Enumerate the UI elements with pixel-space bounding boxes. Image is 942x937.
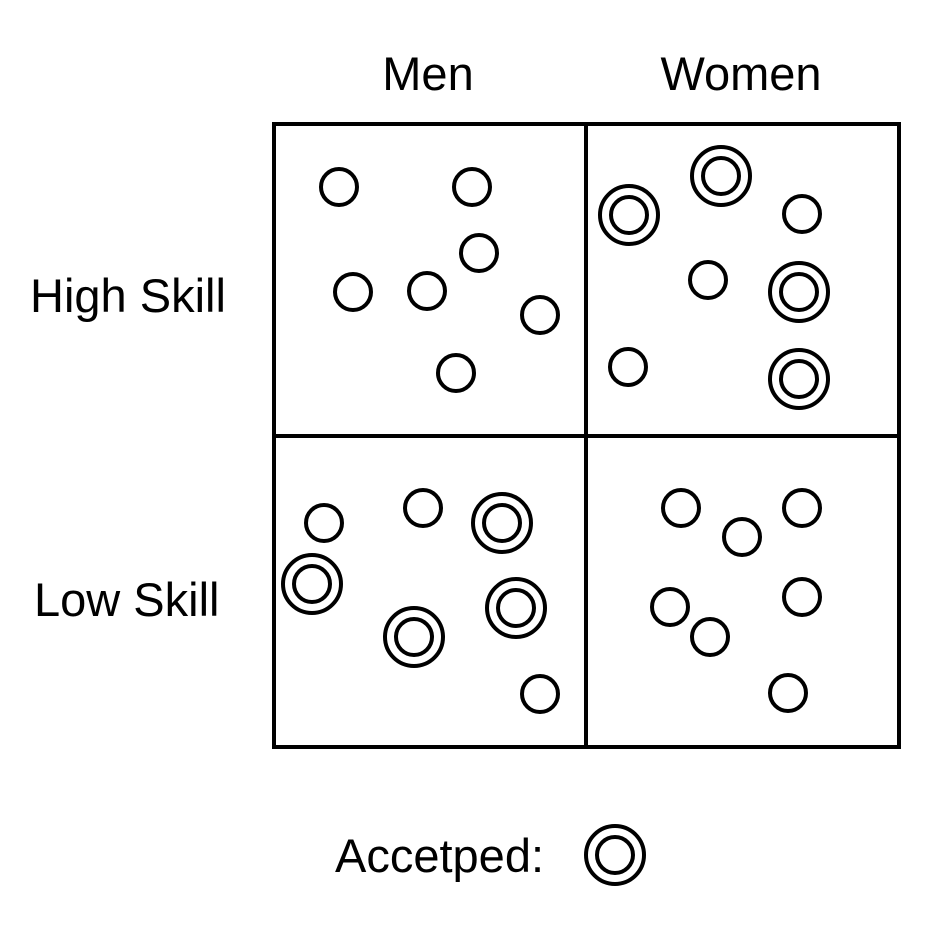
accepted-person-marker-outer-ring [598, 184, 660, 246]
person-marker [690, 617, 730, 657]
accepted-person-marker-inner-ring [779, 272, 819, 312]
legend-label: Accetped: [335, 829, 545, 882]
person-marker [319, 167, 359, 207]
grid-lines [272, 122, 901, 749]
person-marker [608, 347, 648, 387]
accepted-person-marker [598, 184, 660, 246]
cell-low-skill-men [281, 488, 560, 714]
cell-low-skill-women [650, 488, 822, 713]
accepted-person-marker-outer-ring [690, 145, 752, 207]
accepted-symbol-icon-inner-ring [595, 835, 635, 875]
person-marker [407, 271, 447, 311]
accepted-person-marker [281, 553, 343, 615]
accepted-person-marker-outer-ring [471, 492, 533, 554]
person-marker [688, 260, 728, 300]
accepted-person-marker-outer-ring [281, 553, 343, 615]
column-header-men: Men [382, 47, 474, 100]
person-marker [459, 233, 499, 273]
accepted-person-marker [768, 348, 830, 410]
accepted-symbol-icon [584, 824, 646, 886]
cell-high-skill-men [319, 167, 560, 393]
person-marker [452, 167, 492, 207]
accepted-person-marker [485, 577, 547, 639]
person-marker [403, 488, 443, 528]
person-marker [768, 673, 808, 713]
person-marker [520, 295, 560, 335]
person-marker [650, 587, 690, 627]
person-marker [520, 674, 560, 714]
accepted-person-marker-inner-ring [779, 359, 819, 399]
row-header-low-skill: Low Skill [34, 573, 220, 626]
person-marker [661, 488, 701, 528]
accepted-person-marker [690, 145, 752, 207]
accepted-person-marker-inner-ring [609, 195, 649, 235]
accepted-person-marker-outer-ring [768, 348, 830, 410]
row-header-high-skill: High Skill [30, 269, 226, 322]
accepted-person-marker-inner-ring [482, 503, 522, 543]
accepted-person-marker-inner-ring [292, 564, 332, 604]
legend-accepted-symbol [584, 824, 646, 886]
person-marker [333, 272, 373, 312]
person-marker [722, 517, 762, 557]
accepted-person-marker-inner-ring [701, 156, 741, 196]
person-marker [782, 577, 822, 617]
accepted-symbol-icon-outer-ring [584, 824, 646, 886]
cell-high-skill-women [598, 145, 830, 410]
accepted-person-marker-inner-ring [394, 617, 434, 657]
people-markers [281, 145, 830, 714]
person-marker [304, 503, 344, 543]
accepted-person-marker-outer-ring [485, 577, 547, 639]
person-marker [436, 353, 476, 393]
person-marker [782, 488, 822, 528]
accepted-person-marker-inner-ring [496, 588, 536, 628]
accepted-person-marker [471, 492, 533, 554]
accepted-person-marker-outer-ring [768, 261, 830, 323]
accepted-person-marker [383, 606, 445, 668]
column-header-women: Women [660, 47, 822, 100]
accepted-person-marker [768, 261, 830, 323]
person-marker [782, 194, 822, 234]
accepted-person-marker-outer-ring [383, 606, 445, 668]
